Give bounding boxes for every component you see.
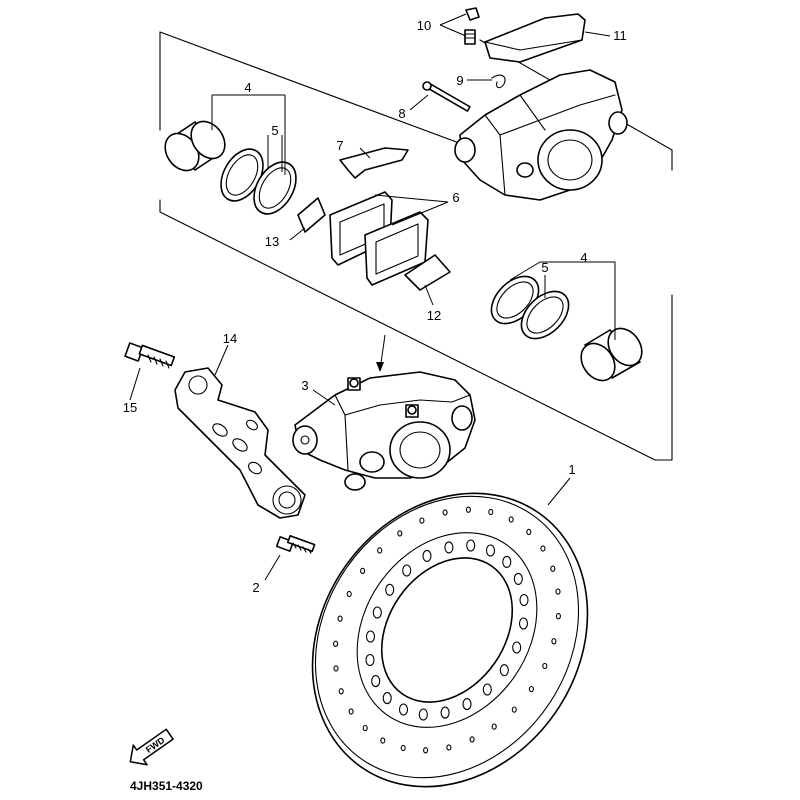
disc-inner-hole <box>418 708 428 721</box>
pad-cover <box>484 13 586 63</box>
callout-2: 2 <box>252 580 259 595</box>
disc-inner-hole <box>513 572 523 585</box>
disc-inner-hole <box>440 706 450 719</box>
disc-outer-hole <box>555 613 561 620</box>
callout-8: 8 <box>398 106 405 121</box>
bleed-screw <box>464 7 480 45</box>
disc-outer-hole <box>423 747 429 754</box>
diagram-code: 4JH351-4320 <box>130 779 203 793</box>
caliper-assembly <box>292 371 476 491</box>
disc-inner-hole <box>398 703 409 716</box>
disc-inner-hole <box>385 583 395 596</box>
callout-15: 15 <box>123 400 137 415</box>
disc-inner-hole <box>502 555 512 568</box>
disc-inner-hole <box>512 641 522 654</box>
disc-inner-hole <box>402 564 412 577</box>
disc-outer-hole <box>488 508 494 516</box>
callout-5-lower: 5 <box>541 260 548 275</box>
pin-clip <box>491 74 506 89</box>
disc-outer-hole <box>333 640 339 647</box>
callout-4-lower: 4 <box>580 250 587 265</box>
disc-inner-hole <box>422 549 432 562</box>
disc-inner-hole <box>485 544 496 557</box>
disc-outer-hole <box>338 688 344 695</box>
callout-11: 11 <box>613 28 627 43</box>
callout-4-upper: 4 <box>244 80 251 95</box>
callout-7: 7 <box>336 138 343 153</box>
callout-5-upper: 5 <box>271 123 278 138</box>
assembly-frame <box>159 31 673 461</box>
disc-inner-hole <box>482 683 492 696</box>
disc-outer-hole <box>469 736 475 743</box>
pad-spring <box>339 147 409 179</box>
disc-outer-hole <box>397 530 403 537</box>
disc-outer-hole <box>551 638 557 645</box>
disc-outer-hole <box>511 706 517 713</box>
pad-shim-12 <box>404 254 451 291</box>
piston-lower <box>580 327 643 382</box>
disc-outer-hole <box>360 567 366 575</box>
caliper-body-exploded <box>454 69 628 201</box>
disc-inner-hole <box>365 630 376 643</box>
disc-inner-hole <box>462 698 472 711</box>
disc-outer-hole <box>465 506 471 513</box>
seals-lower <box>490 275 570 340</box>
callout-1: 1 <box>568 462 575 477</box>
bracket-bolt <box>124 342 176 369</box>
fwd-arrow-icon: FWD <box>129 728 174 766</box>
disc-outer-hole <box>419 517 425 524</box>
disc-outer-hole <box>550 565 556 572</box>
disc-outer-hole <box>400 744 406 752</box>
disc-inner-hole <box>371 675 381 688</box>
disc-outer-hole <box>362 724 368 732</box>
callout-6: 6 <box>452 190 459 205</box>
brake-disc <box>311 492 589 788</box>
callout-14: 14 <box>223 331 237 346</box>
disc-inner-hole <box>518 617 529 630</box>
seals-upper <box>220 148 297 215</box>
callout-13: 13 <box>265 234 279 249</box>
pad-pin <box>422 81 471 112</box>
disc-inner-hole <box>466 539 476 552</box>
disc-outer-hole <box>508 516 514 523</box>
disc-outer-hole <box>348 708 354 715</box>
caliper-bracket <box>174 367 306 519</box>
leader-lines <box>129 13 616 581</box>
disc-outer-hole <box>555 588 561 595</box>
disc-inner-hole <box>499 664 509 677</box>
disc-outer-hole <box>333 665 339 672</box>
disc-inner-hole <box>444 541 454 554</box>
disc-inner-hole <box>382 692 392 705</box>
disc-inner-hole <box>372 606 382 619</box>
assembly-arrow-head <box>376 362 384 372</box>
disc-outer-hole <box>380 737 386 744</box>
disc-outer-hole <box>337 615 343 622</box>
disc-outer-hole <box>442 509 448 516</box>
pad-shim-13 <box>297 197 326 233</box>
disc-bolt <box>275 534 316 554</box>
callout-9: 9 <box>456 73 463 88</box>
disc-outer-hole <box>542 662 548 670</box>
callout-10: 10 <box>417 18 431 33</box>
disc-inner-hole <box>365 653 375 667</box>
disc-drill-holes <box>333 506 561 754</box>
disc-outer-hole <box>491 723 497 730</box>
disc-inner-hole <box>519 593 529 607</box>
callout-12: 12 <box>427 308 441 323</box>
callout-3: 3 <box>301 378 308 393</box>
piston-upper <box>164 120 226 172</box>
disc-outer-hole <box>377 547 383 554</box>
disc-outer-hole <box>540 545 546 552</box>
disc-outer-hole <box>346 590 352 598</box>
disc-outer-hole <box>528 685 534 693</box>
disc-outer-hole <box>526 528 532 536</box>
disc-outer-hole <box>446 744 452 751</box>
